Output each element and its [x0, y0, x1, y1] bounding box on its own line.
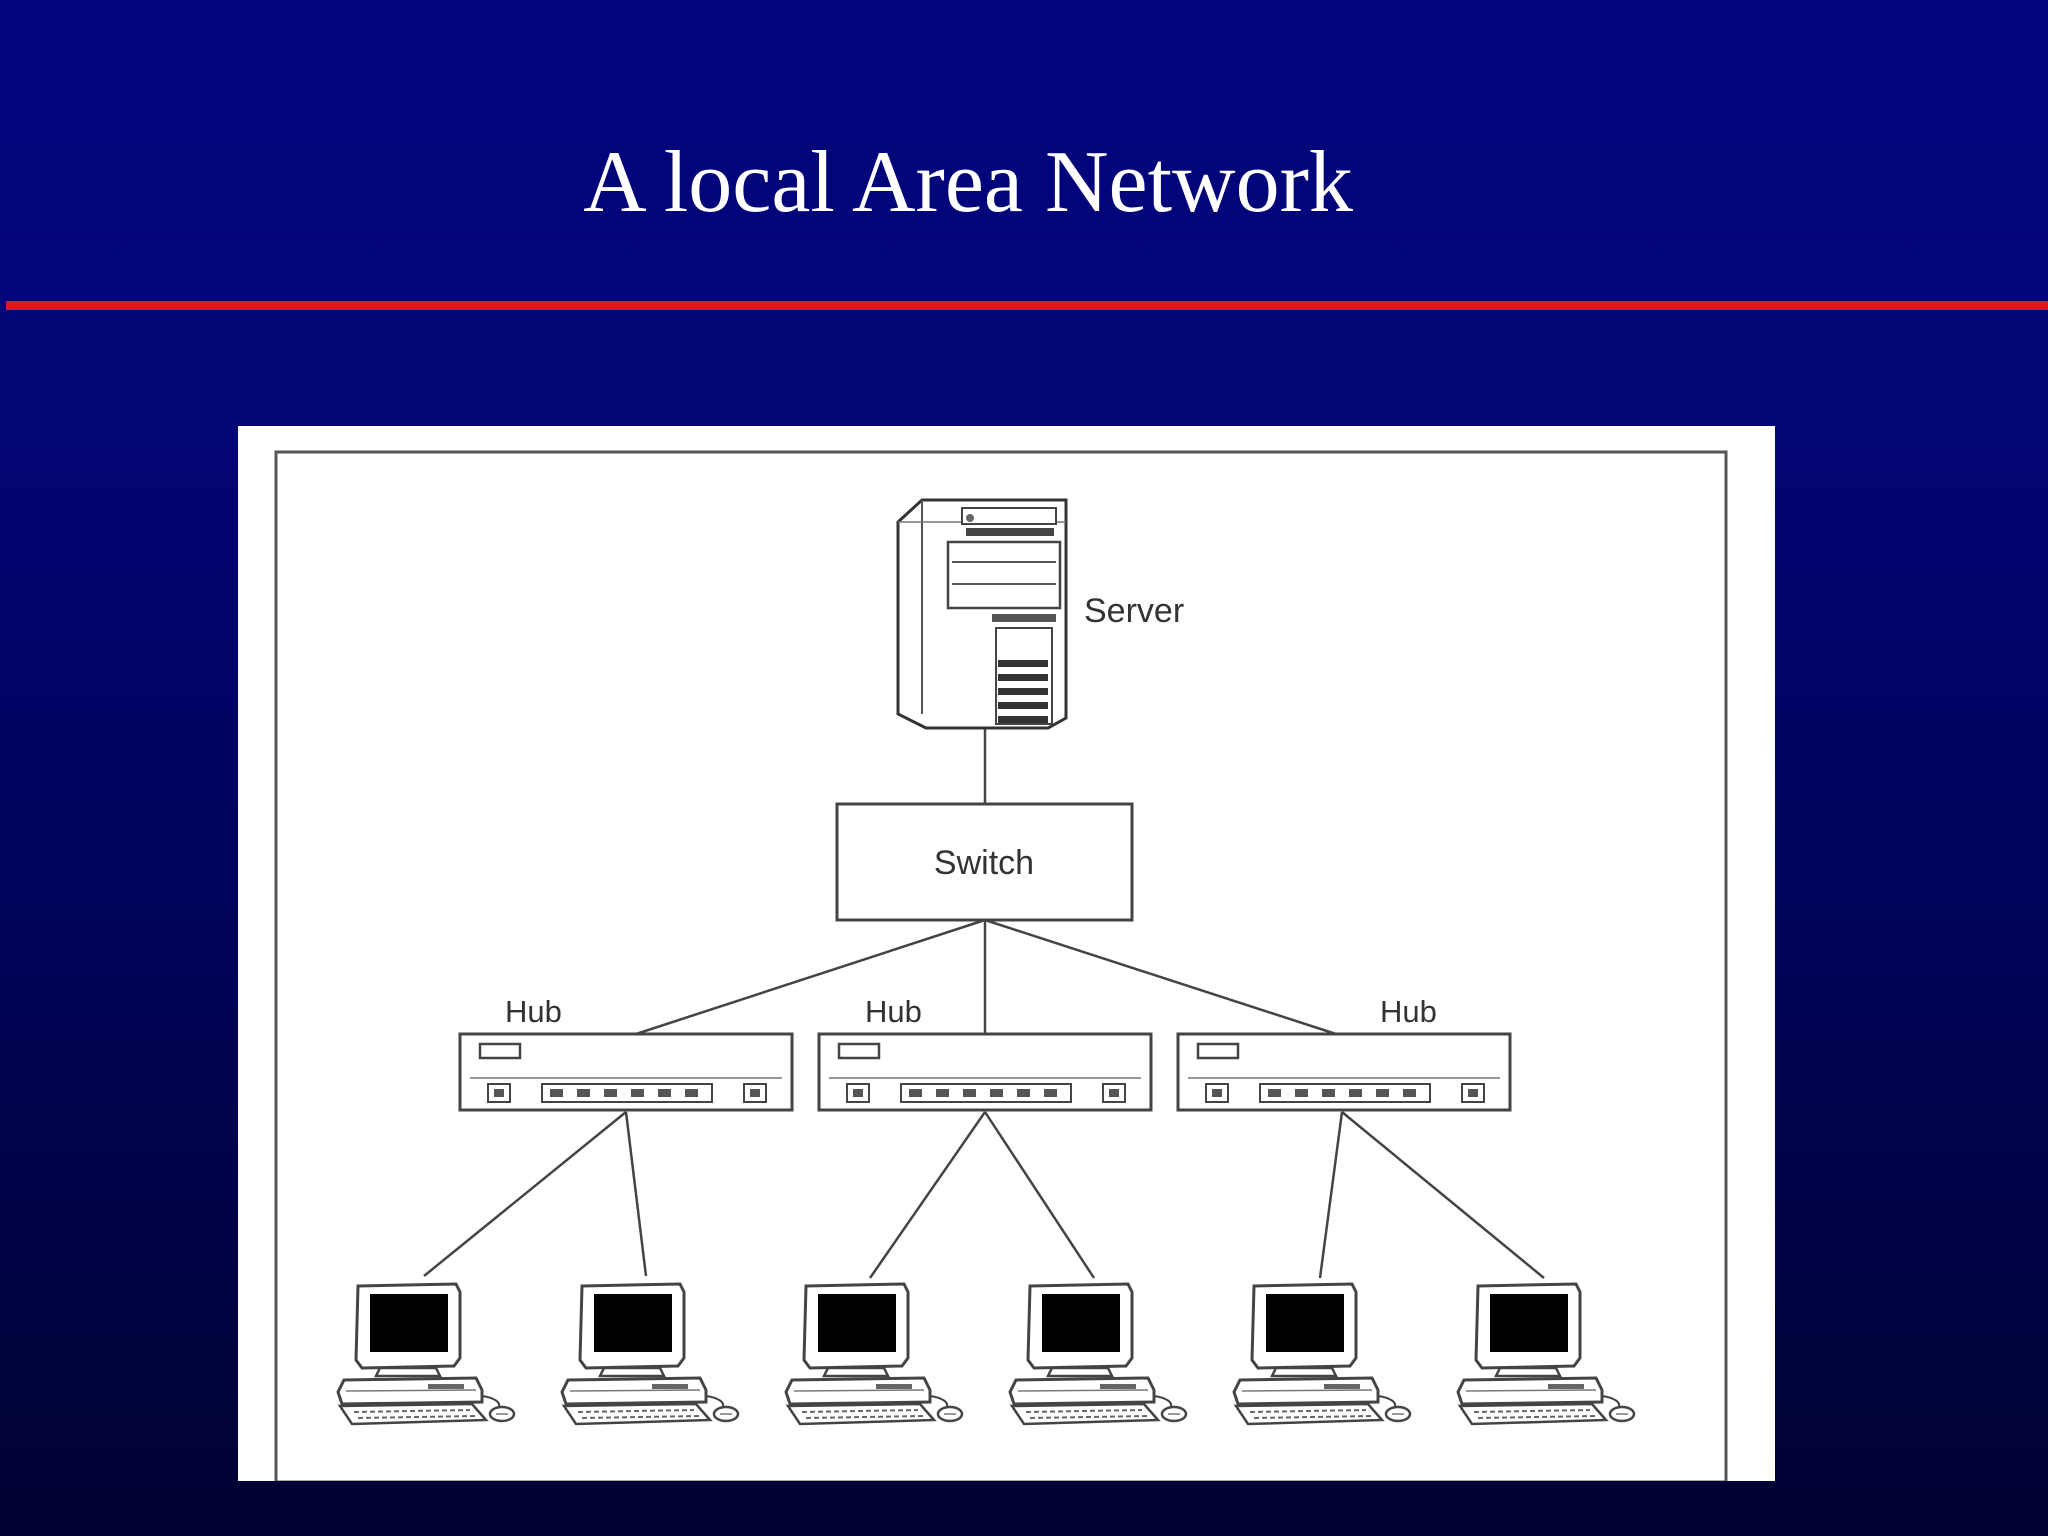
hub2-pc3-link — [868, 1111, 987, 1279]
switch-label: Switch — [934, 844, 1034, 882]
server-label: Server — [1084, 592, 1184, 630]
hub-1-label: Hub — [505, 994, 562, 1029]
hub1-pc2-link — [624, 1111, 648, 1277]
hub3-pc6-link — [1341, 1111, 1545, 1279]
network-diagram: Server Switch Hub Hub Hub — [274, 450, 1728, 1481]
hub-2 — [817, 1032, 1153, 1112]
hub-icon — [817, 1032, 1153, 1112]
hub-2-label: Hub — [865, 994, 922, 1029]
server-tower-icon — [896, 498, 1068, 730]
hub-3-label: Hub — [1380, 994, 1437, 1029]
hub3-pc5-link — [1318, 1111, 1344, 1279]
network-figure: Server Switch Hub Hub Hub — [238, 426, 1775, 1481]
title-divider — [6, 301, 2048, 310]
switch-hub3-link — [984, 918, 1337, 1036]
network-links — [423, 718, 1545, 1279]
switch-box: Switch — [835, 802, 1134, 922]
hub-icon — [1176, 1032, 1512, 1112]
hub-icon — [458, 1032, 794, 1112]
switch-hub1-link — [635, 918, 986, 1036]
hub2-pc4-link — [983, 1111, 1096, 1279]
hub-1 — [458, 1032, 794, 1112]
hub-3 — [1176, 1032, 1512, 1112]
hub1-pc1-link — [423, 1111, 627, 1277]
slide-title: A local Area Network — [583, 134, 1353, 231]
